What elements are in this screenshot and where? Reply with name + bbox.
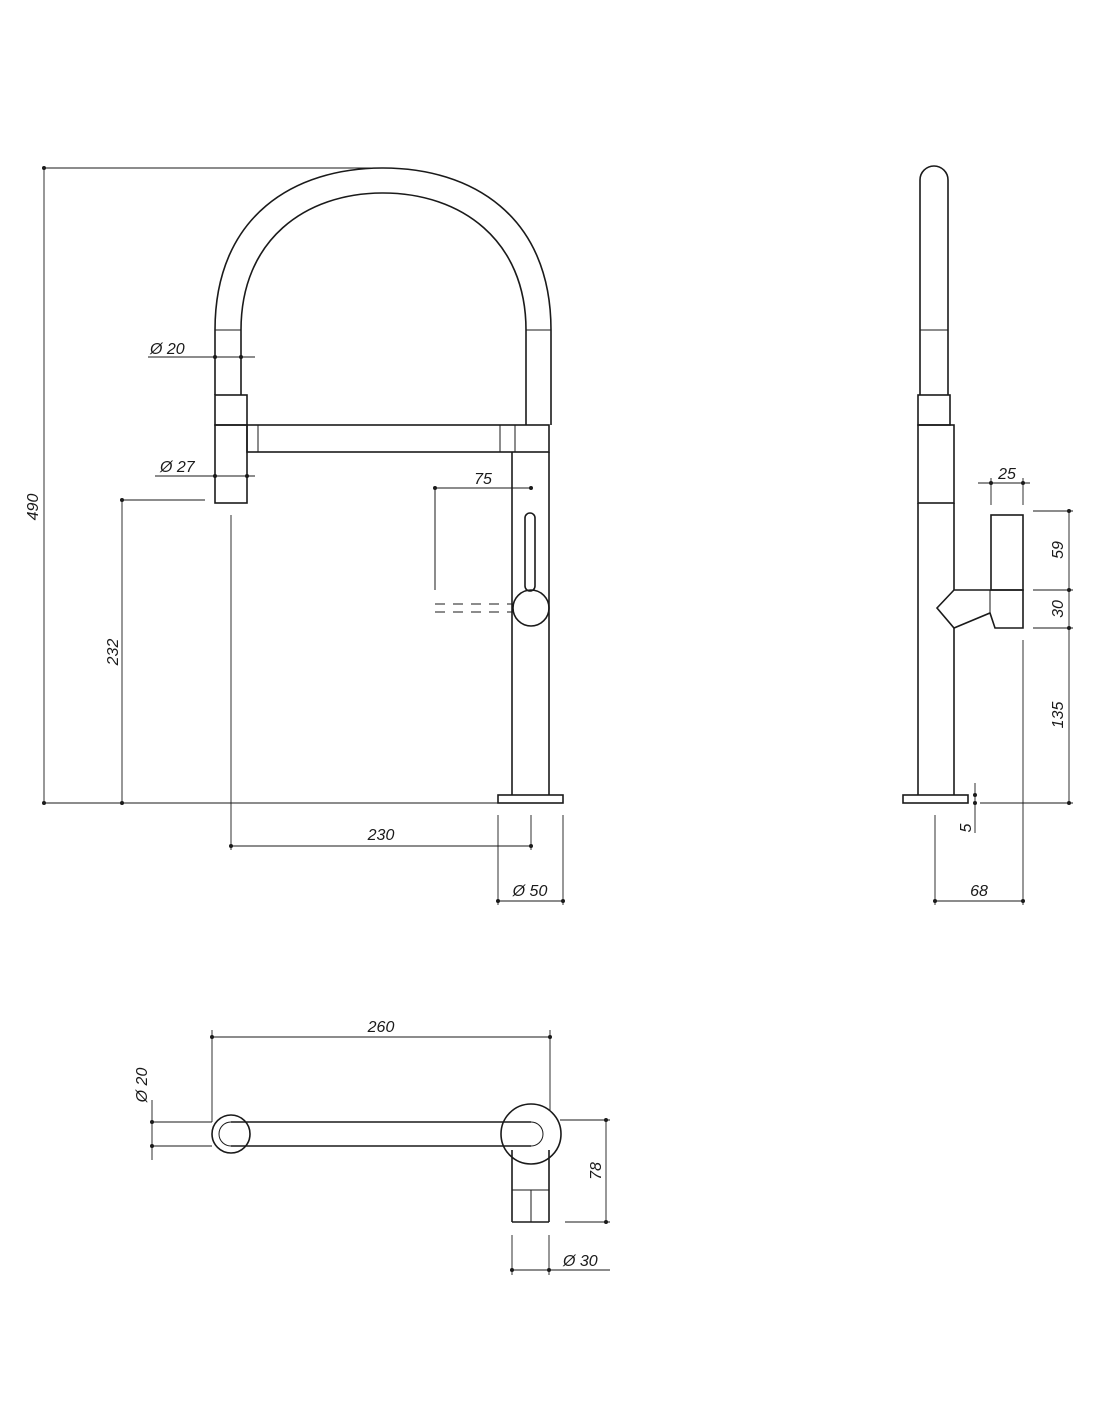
horizontal-bar [246,424,550,453]
side-hose [919,165,949,395]
spray-head [214,424,248,504]
top-base [500,1103,562,1165]
top-arm [231,1121,531,1147]
dim-spout-reach: 230 [367,827,395,844]
top-view: 260 Ø 20 78 Ø 30 [134,1019,610,1275]
side-base-plate [902,794,969,804]
dim-handle-height: 59 [1050,541,1067,559]
hose-inner [240,192,527,425]
base-plate [497,794,564,804]
handle-lever [524,512,536,592]
handle-knob [512,589,550,627]
dim-overall-height: 490 [25,494,42,521]
dim-base-thickness: 5 [958,823,975,832]
dim-spout-height: 232 [105,639,122,667]
dim-base-diameter: Ø 50 [512,883,548,900]
dim-head-diameter: Ø 30 [562,1253,598,1270]
dim-arm-length: 260 [367,1019,395,1036]
side-handle [990,514,1024,591]
spray-head-collar [214,394,248,426]
dim-base-depth: 68 [970,883,988,900]
dim-handle-width: 25 [997,466,1016,483]
side-spray-head [917,424,955,504]
dim-hose-diameter: Ø 20 [149,341,185,358]
dim-handle-reach: 75 [474,471,492,488]
dim-spray-head-diameter: Ø 27 [159,459,196,476]
dim-handle-base-height: 135 [1050,702,1067,729]
front-view: 490 Ø 20 Ø 27 232 230 75 [25,166,565,905]
dim-arm-diameter: Ø 20 [134,1068,151,1104]
hose-outer [214,167,552,425]
side-view: 25 59 30 135 5 68 [902,165,1073,905]
dim-depth: 78 [588,1162,605,1180]
dim-handle-joint: 30 [1050,600,1067,618]
top-arm-left-end [211,1114,251,1154]
